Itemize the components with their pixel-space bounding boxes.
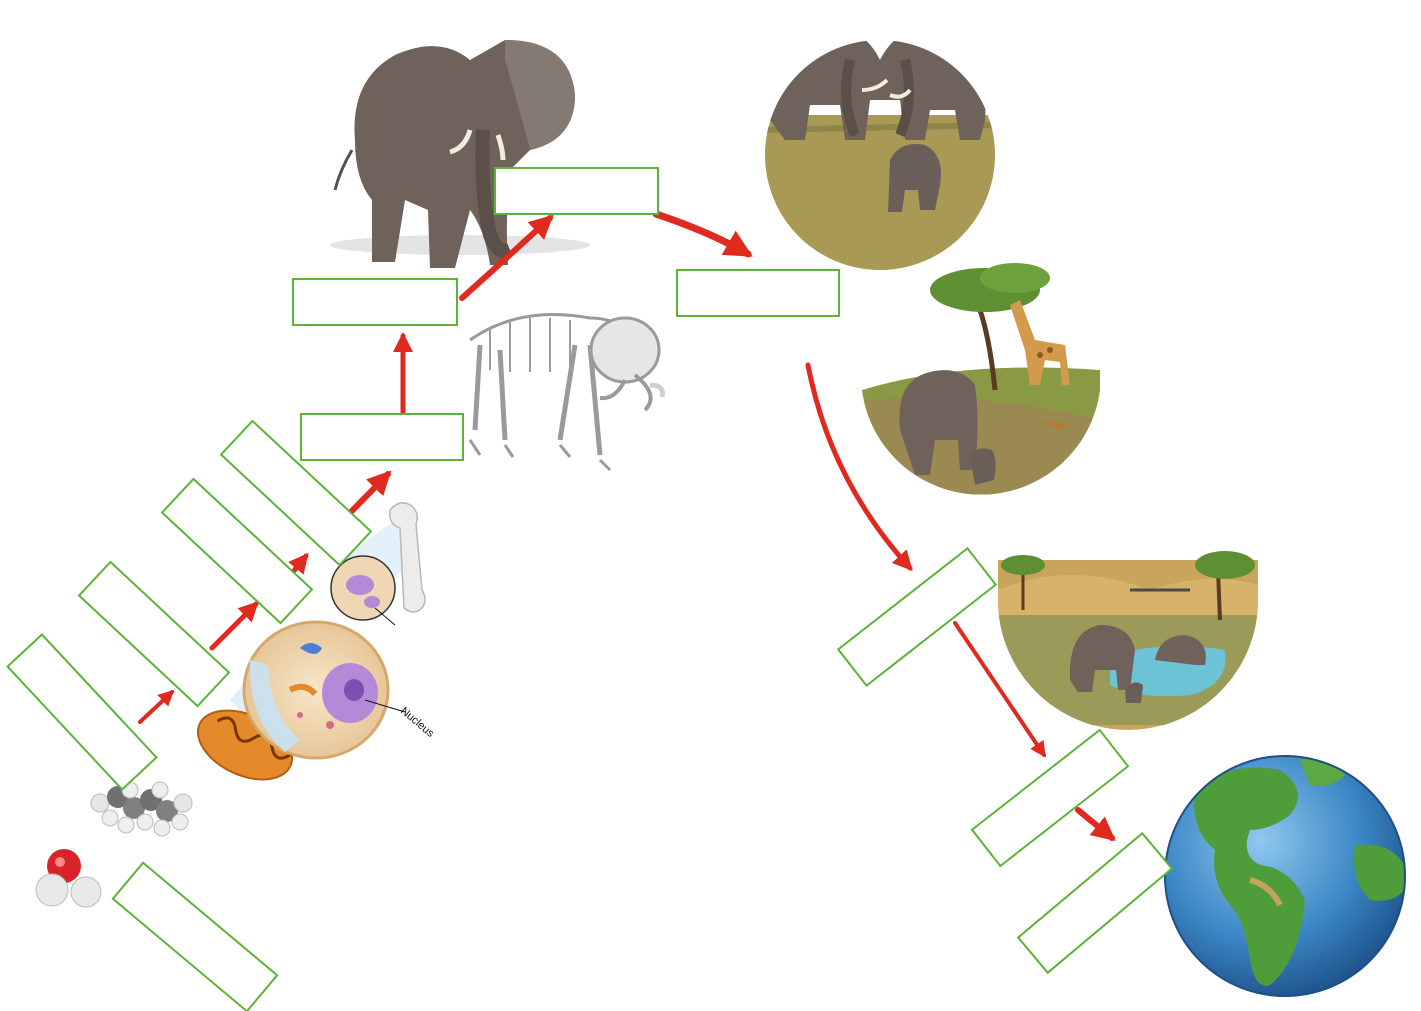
nucleus-label: Nucleus	[398, 705, 437, 740]
arrow-community-to-ecosystem	[953, 621, 1046, 758]
arrow-tissue-to-organ	[342, 470, 392, 521]
answer-box-molecule[interactable]	[111, 861, 279, 1011]
water-molecule-icon	[35, 849, 102, 908]
bone-icon	[388, 502, 426, 613]
arrow-organism-to-population	[652, 210, 753, 258]
savanna-community-icon	[862, 263, 1100, 495]
answer-box-organelle[interactable]	[77, 560, 231, 708]
answer-box-population[interactable]	[676, 269, 840, 317]
answer-box-molecules[interactable]	[6, 633, 158, 791]
arrow-population-to-community	[805, 362, 913, 571]
savanna-ecosystem-icon	[998, 551, 1258, 730]
arrows	[138, 210, 1116, 842]
answer-box-tissue[interactable]	[219, 419, 373, 567]
arrow-molecules-to-organelle	[138, 689, 175, 724]
answer-box-community[interactable]	[836, 546, 998, 688]
answer-box-biosphere[interactable]	[1016, 831, 1174, 975]
answer-box-ecosystem[interactable]	[970, 728, 1130, 868]
arrow-system-to-organism	[459, 214, 554, 301]
earth-globe-icon	[1164, 755, 1406, 997]
answer-box-organ[interactable]	[300, 413, 464, 461]
answer-box-cell[interactable]	[160, 477, 314, 625]
answer-boxes	[6, 167, 1174, 1011]
animal-cell-icon: Nucleus	[242, 620, 437, 760]
answer-box-organism[interactable]	[494, 167, 659, 215]
elephant-icon	[330, 40, 590, 268]
arrow-organelle-to-cell	[209, 601, 259, 651]
nucleus-zoom-icon	[330, 520, 410, 626]
answer-box-organ-system[interactable]	[292, 278, 458, 326]
hydrocarbon-molecule-icon	[90, 781, 193, 837]
elephant-herd-icon	[765, 40, 995, 270]
arrow-ecosystem-to-biosphere	[1075, 807, 1116, 842]
skeleton-icon	[468, 313, 665, 472]
